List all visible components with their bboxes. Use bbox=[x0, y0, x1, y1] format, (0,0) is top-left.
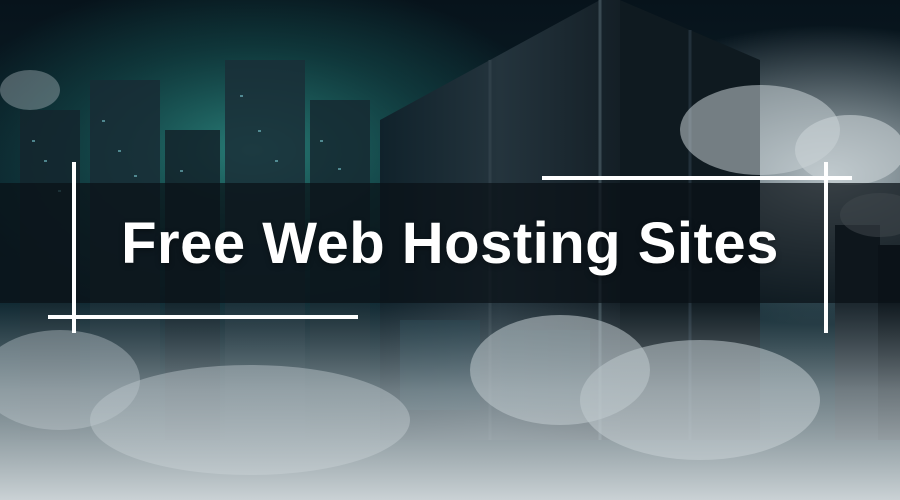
frame-left-vertical-line bbox=[72, 162, 76, 333]
frame-right-horizontal-line bbox=[542, 176, 852, 180]
title-backdrop-band bbox=[0, 183, 900, 303]
banner-title: Free Web Hosting Sites bbox=[121, 211, 779, 276]
frame-right-vertical-line bbox=[824, 162, 828, 333]
frame-left-horizontal-line bbox=[48, 315, 358, 319]
